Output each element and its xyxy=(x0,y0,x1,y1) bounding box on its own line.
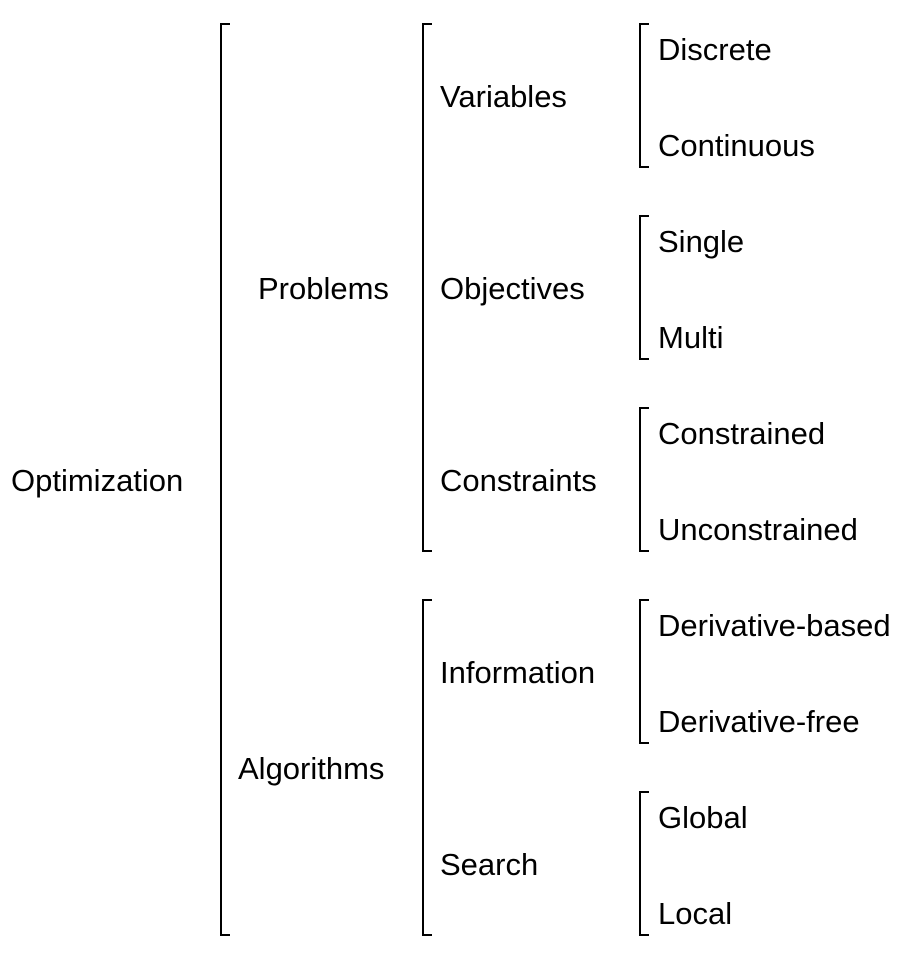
node-problems: Problems xyxy=(258,271,389,306)
root-label-optimization: Optimization xyxy=(11,463,184,498)
leaf-single: Single xyxy=(658,224,745,259)
node-variables: Variables xyxy=(440,79,567,114)
leaf-derivative-based: Derivative-based xyxy=(658,608,891,643)
leaf-global: Global xyxy=(658,800,748,835)
bracket-information xyxy=(639,599,649,744)
node-algorithms: Algorithms xyxy=(238,751,385,786)
bracket-variables xyxy=(639,23,649,168)
leaf-derivative-free: Derivative-free xyxy=(658,704,860,739)
bracket-search xyxy=(639,791,649,936)
node-objectives: Objectives xyxy=(440,271,585,306)
leaf-discrete: Discrete xyxy=(658,32,772,67)
leaf-constrained: Constrained xyxy=(658,416,826,451)
bracket-objectives xyxy=(639,215,649,360)
bracket-algorithms xyxy=(422,599,432,936)
bracket-problems xyxy=(422,23,432,552)
leaf-unconstrained: Unconstrained xyxy=(658,512,858,547)
node-search: Search xyxy=(440,847,539,882)
node-information: Information xyxy=(440,655,596,690)
node-constraints: Constraints xyxy=(440,463,597,498)
bracket-optimization xyxy=(220,23,230,936)
leaf-multi: Multi xyxy=(658,320,724,355)
leaf-local: Local xyxy=(658,896,733,931)
leaf-continuous: Continuous xyxy=(658,128,815,163)
bracket-constraints xyxy=(639,407,649,552)
